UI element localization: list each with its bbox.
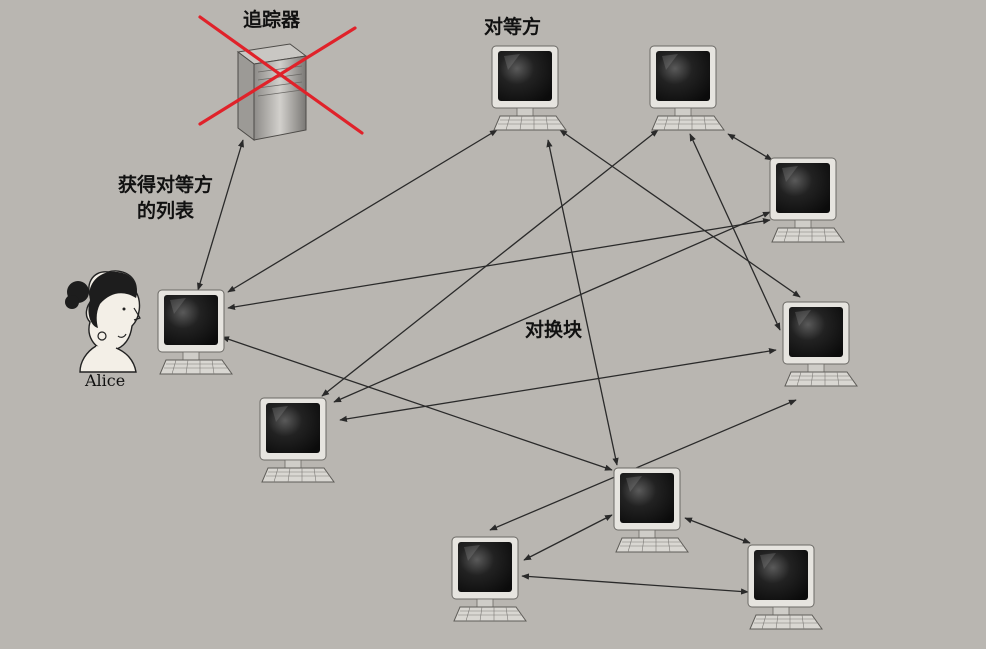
monitor-icon (649, 45, 725, 131)
peers-label: 对等方 (484, 16, 542, 38)
arrow-alice-peer3 (227, 218, 771, 310)
alice-label: Alice (85, 371, 126, 390)
monitor-icon (491, 45, 567, 131)
monitor-icon (451, 536, 527, 622)
server-icon (236, 43, 308, 141)
chunk-swap-label: 对换块 (525, 319, 583, 341)
arrow-alice-peer1 (227, 129, 498, 293)
arrow-peer6-peer7 (523, 514, 613, 561)
arrow-peer4-peer5 (339, 348, 777, 422)
get-peer-list-line2: 的列表 (137, 200, 195, 222)
monitor-icon (769, 157, 845, 243)
monitor-icon (782, 301, 858, 387)
arrow-peer2-peer4 (689, 133, 781, 331)
arrow-peer4-peer7 (489, 399, 797, 531)
arrow-peer3-peer5 (333, 211, 771, 403)
monitor-icon (157, 289, 233, 375)
get-peer-list-line1: 获得对等方 (118, 174, 214, 196)
arrow-peer7-peer8 (521, 573, 749, 595)
cross-icon (198, 15, 364, 135)
arrow-peer2-peer5 (321, 129, 659, 397)
arrow-peer2-peer3 (727, 133, 773, 161)
arrow-peer6-peer8 (684, 517, 751, 544)
woman-icon (65, 270, 141, 373)
monitor-icon (613, 467, 689, 553)
get-peer-list-label: 获得对等方 的列表 (118, 172, 213, 224)
monitor-icon (747, 544, 823, 630)
monitor-icon (259, 397, 335, 483)
arrow-peer1-peer7 (546, 139, 619, 466)
tracker-label: 追踪器 (243, 9, 301, 31)
